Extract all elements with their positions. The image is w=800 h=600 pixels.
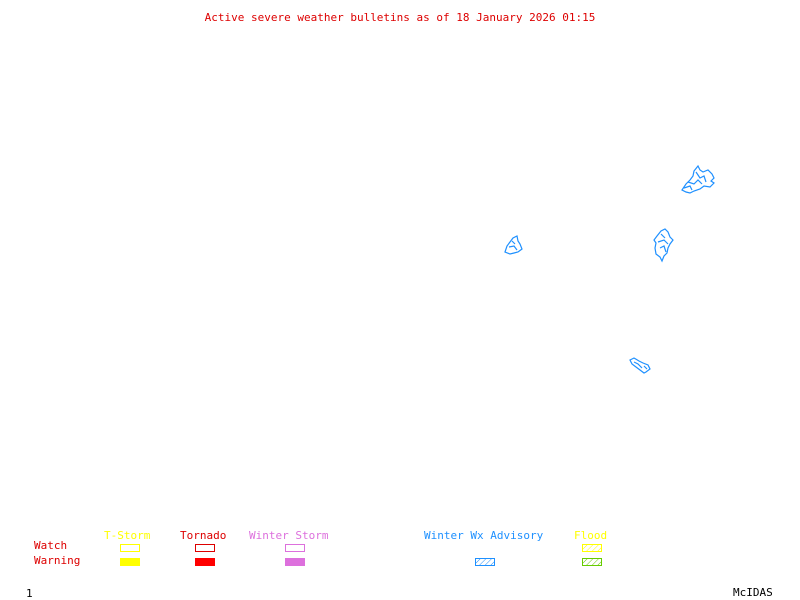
winter-storm-warning-swatch [285,558,305,566]
flood-watch-swatch [582,544,602,552]
bulletin-title: Active severe weather bulletins as of 18… [204,11,596,24]
legend-row-watch-label: Watch [34,539,68,552]
legend-column-winter-storm: Winter Storm [249,529,329,542]
legend-column-tornado: Tornado [180,529,227,542]
legend-row-warning-label: Warning [34,554,81,567]
winter-wx-advisory-area-northeast [681,164,715,194]
frame-number: 1 [26,587,33,600]
tornado-watch-swatch [195,544,215,552]
winter-wx-advisory-area-east [653,228,674,263]
tstorm-warning-swatch [120,558,140,566]
tstorm-watch-swatch [120,544,140,552]
flood-warning-swatch [582,558,602,566]
legend-column-tstorm: T-Storm [104,529,151,542]
tornado-warning-swatch [195,558,215,566]
legend-column-winter-wx-advisory: Winter Wx Advisory [424,529,544,542]
winter-wx-advisory-swatch [475,558,495,566]
legend-column-flood: Flood [574,529,608,542]
mcidas-label: McIDAS [733,586,773,599]
winter-wx-advisory-area-central [504,235,523,255]
winter-wx-advisory-area-southeast [629,357,651,374]
winter-storm-watch-swatch [285,544,305,552]
